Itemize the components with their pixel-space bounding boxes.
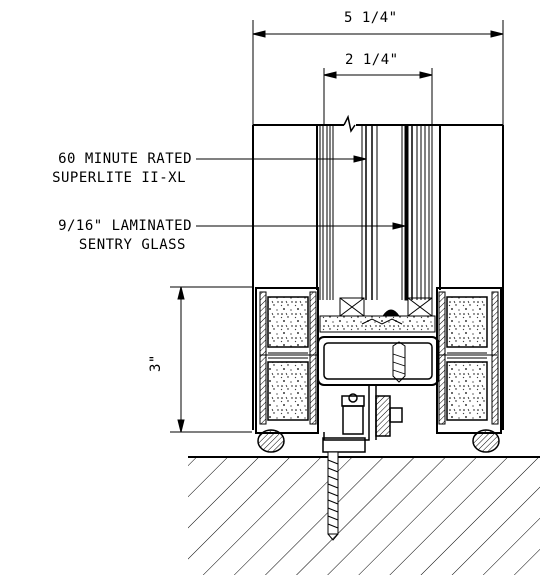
callout-superlite-line2: SUPERLITE II-XL bbox=[52, 170, 186, 186]
glazing-width-dimension bbox=[323, 68, 433, 125]
left-base-section bbox=[255, 287, 319, 453]
anchor-tube bbox=[260, 336, 497, 386]
overall-width-dimension bbox=[252, 20, 504, 125]
glazing-lites bbox=[319, 124, 433, 301]
callout-1-leader bbox=[196, 155, 367, 163]
callout-laminated-line1: 9/16" LAMINATED bbox=[58, 218, 192, 234]
callout-laminated-line2: SENTRY GLASS bbox=[78, 237, 186, 253]
overall-width-label: 5 1/4" bbox=[344, 10, 398, 26]
callout-2-leader bbox=[196, 222, 406, 230]
anchor-bolt bbox=[327, 451, 339, 541]
setting-blocks bbox=[319, 297, 436, 333]
glazing-width-label: 2 1/4" bbox=[345, 52, 399, 68]
right-base-section bbox=[436, 287, 502, 453]
base-height-dimension bbox=[170, 286, 252, 433]
base-height-label: 3" bbox=[148, 354, 164, 372]
callout-superlite-line1: 60 MINUTE RATED bbox=[58, 151, 192, 167]
floor-slab bbox=[188, 456, 540, 575]
anchor-clip bbox=[322, 385, 403, 453]
